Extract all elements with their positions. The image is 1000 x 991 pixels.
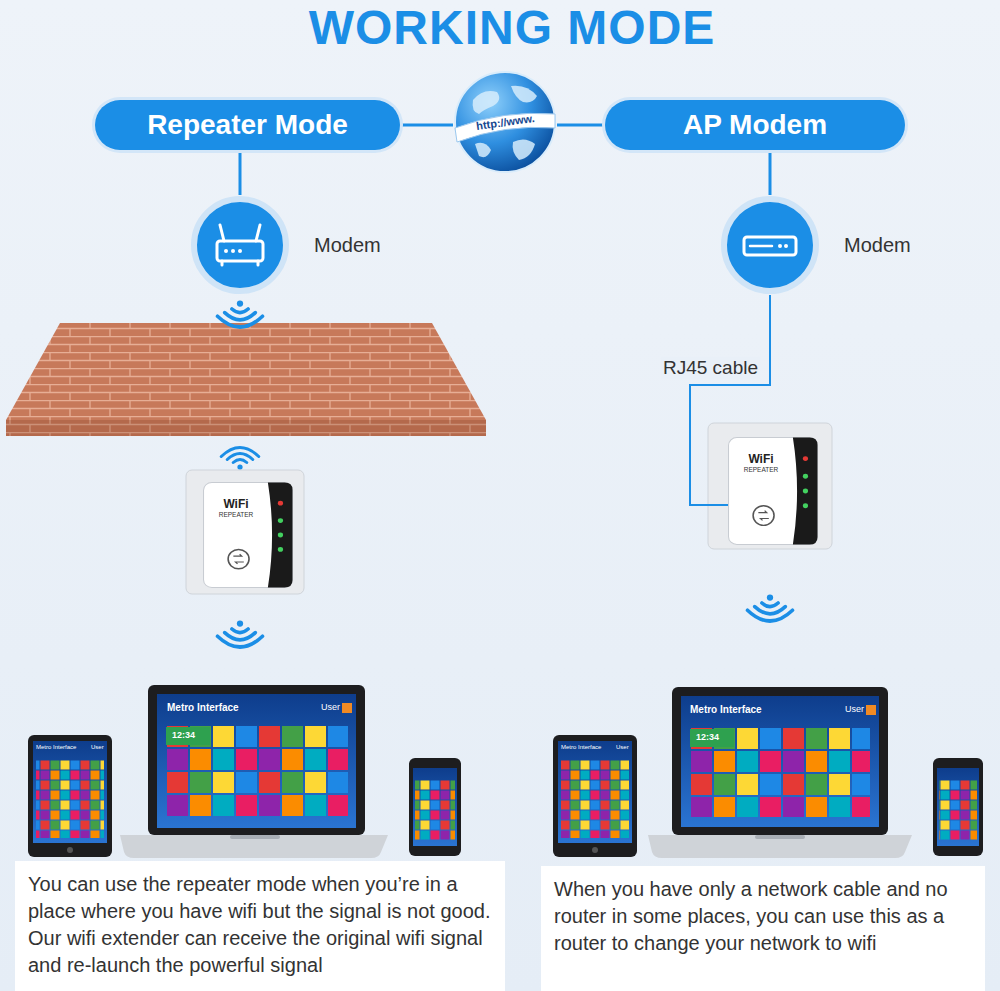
connector: [557, 124, 605, 127]
label-holder: User: [321, 703, 340, 713]
label-holder: User: [845, 705, 864, 715]
print-holder: WiFiREPEATER: [209, 498, 263, 519]
brick-wall: [6, 323, 486, 436]
screen-text: User: [845, 705, 864, 715]
print-holder: WiFiREPEATER: [734, 453, 788, 474]
label-holder: 12:34: [696, 733, 719, 743]
caption-panel: You can use the repeater mode when you’r…: [15, 861, 505, 991]
modem-icon: [190, 195, 290, 295]
screen-text: Metro Interface: [690, 704, 762, 715]
laptop: [120, 685, 388, 858]
phone: [409, 758, 461, 856]
label-holder: RJ45 cable: [661, 357, 760, 379]
page-title: WORKING MODE: [212, 2, 812, 54]
screen-text: Metro Interface: [561, 744, 601, 751]
caption-panel: When you have only a network cable and n…: [541, 866, 985, 991]
tablet: [28, 735, 112, 857]
wifi-waves: [748, 594, 793, 621]
screen-text: 12:34: [172, 731, 195, 741]
tablet: [553, 735, 637, 857]
label-holder: User: [616, 744, 629, 751]
device-print: REPEATER: [219, 511, 254, 519]
screen-text: Metro Interface: [36, 744, 76, 751]
label-holder: Metro Interface: [561, 744, 601, 751]
connector: [239, 150, 242, 195]
label-holder: Modem: [314, 234, 381, 257]
node-label: Modem: [314, 234, 381, 257]
caption-text: When you have only a network cable and n…: [554, 876, 977, 957]
modem-icon: [720, 195, 820, 295]
wifi-waves: [218, 620, 263, 647]
mode-title: Repeater Mode: [147, 109, 348, 141]
connector: [400, 124, 453, 127]
repeater-device: WiFiREPEATER: [728, 437, 818, 545]
mode-band: Repeater Mode: [95, 100, 400, 150]
mode-band: AP Modem: [605, 100, 905, 150]
label-holder: Metro Interface: [36, 744, 76, 751]
repeater-device: WiFiREPEATER: [203, 482, 293, 588]
screen-text: User: [91, 744, 104, 751]
caption-text: You can use the repeater mode when you’r…: [28, 871, 497, 979]
connector: [769, 150, 772, 195]
label-holder: Metro Interface: [167, 702, 239, 713]
modem-circle: Modem: [190, 195, 290, 295]
screen-text: Metro Interface: [167, 702, 239, 713]
edge-label: RJ45 cable: [661, 357, 760, 379]
screen-text: 12:34: [696, 733, 719, 743]
wall-plate: [186, 470, 304, 594]
mode-title: AP Modem: [683, 109, 827, 141]
title-holder: WORKING MODE: [212, 2, 812, 54]
screen-text: User: [321, 703, 340, 713]
label-holder: 12:34: [172, 731, 195, 741]
screen-text: User: [616, 744, 629, 751]
wifi-waves: [221, 448, 259, 470]
node-label: Modem: [844, 234, 911, 257]
wall-plate: [708, 423, 832, 549]
phone: [933, 758, 983, 856]
device-print: WiFi: [748, 453, 773, 466]
globe-icon: http://www.: [453, 70, 557, 174]
laptop: [648, 687, 912, 858]
wifi-waves: [218, 300, 263, 327]
label-holder: User: [91, 744, 104, 751]
label-holder: Metro Interface: [690, 704, 762, 715]
device-print: REPEATER: [744, 466, 779, 474]
modem-circle: Modem: [720, 195, 820, 295]
device-print: WiFi: [223, 498, 248, 511]
label-holder: Modem: [844, 234, 911, 257]
